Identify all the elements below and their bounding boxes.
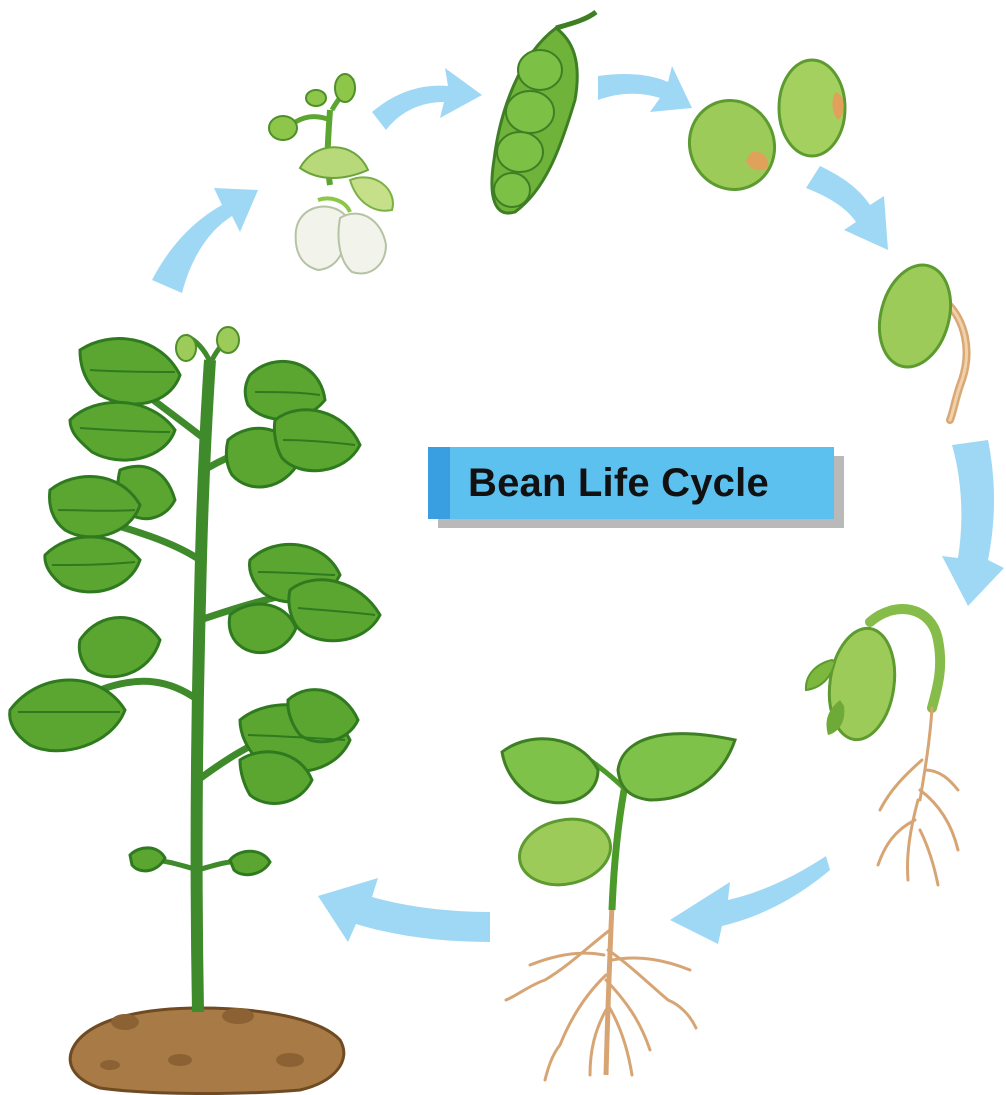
title-banner: Bean Life Cycle (428, 447, 834, 519)
arrow-seedling-to-plant (318, 878, 490, 942)
diagram-title: Bean Life Cycle (468, 461, 769, 506)
germinating-seed-icon (869, 257, 967, 420)
bean-pod-icon (492, 12, 596, 213)
bean-flower-icon (269, 74, 393, 273)
arrow-seeds-to-germinating (806, 166, 888, 250)
arrow-plant-to-flower (152, 188, 258, 293)
arrow-sprout-to-seedling (670, 856, 830, 944)
arrow-pod-to-seeds (598, 66, 692, 112)
arrow-flower-to-pod (372, 68, 482, 130)
title-stripe (428, 447, 450, 519)
mature-plant-icon (10, 327, 380, 1094)
sprout-icon (806, 609, 958, 885)
arrow-germinating-to-sprout (942, 440, 1004, 606)
